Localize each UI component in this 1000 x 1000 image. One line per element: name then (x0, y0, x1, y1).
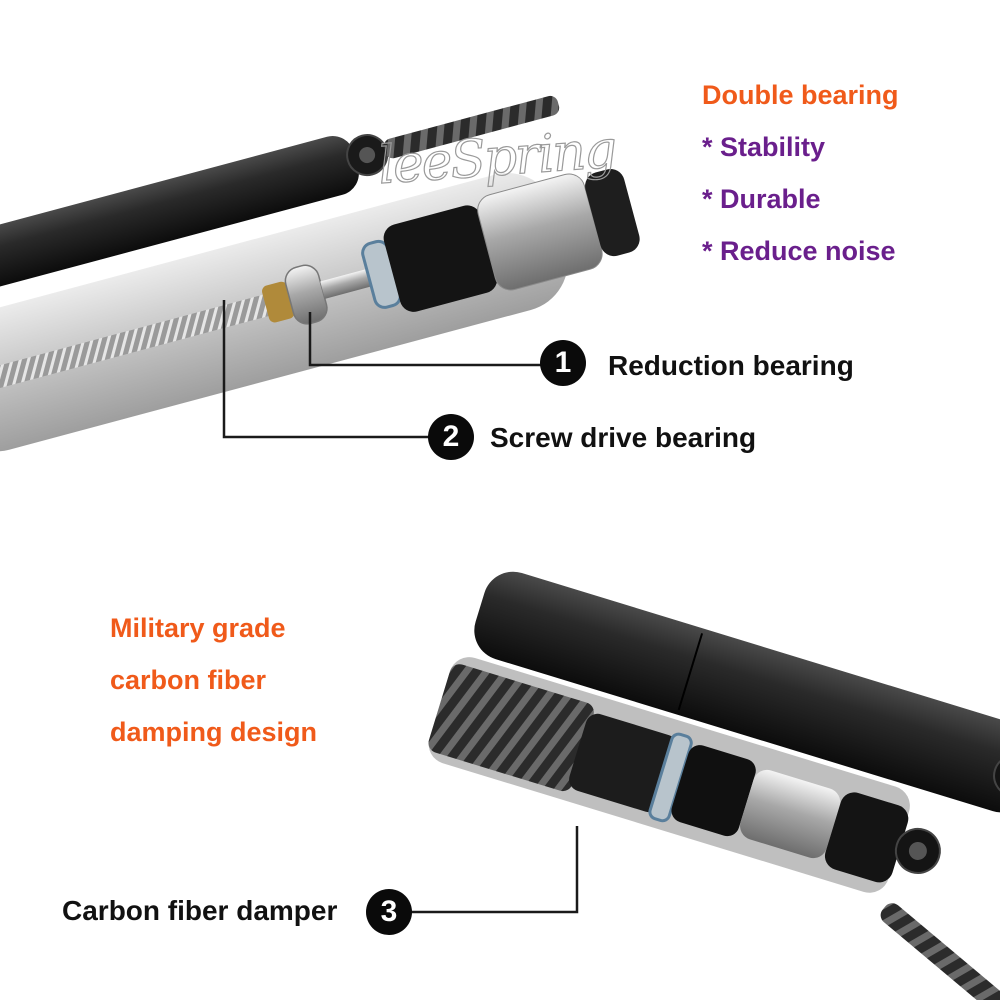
military-line-2: carbon fiber (110, 665, 267, 695)
leader-line-1 (308, 312, 545, 367)
lower-eyelet-upper (993, 754, 1000, 797)
feature-bullet-noise: * Reduce noise (702, 236, 896, 266)
damper-spring (428, 664, 594, 792)
lower-black-tube (474, 571, 1000, 813)
lead-screw (0, 288, 293, 403)
feature-bullet-durable: * Durable (702, 184, 821, 214)
lower-spring-cable (880, 903, 1000, 1000)
callout-badge-1: 1 (540, 340, 586, 386)
callout-label-screw-drive-bearing: Screw drive bearing (490, 422, 757, 453)
callout-label-reduction-bearing: Reduction bearing (608, 350, 854, 381)
upper-black-tube (0, 136, 359, 299)
feature-title: Double bearing (702, 80, 899, 110)
lower-motor (740, 769, 841, 859)
upper-spring-cable (383, 95, 560, 159)
top-actuator (0, 95, 640, 452)
leader-line-3 (410, 826, 579, 914)
bottom-actuator (428, 571, 1000, 893)
military-line-3: damping design (110, 717, 318, 747)
callout-label-carbon-fiber-damper: Carbon fiber damper (62, 895, 338, 926)
carbon-fiber-damper (569, 713, 678, 813)
leader-line-2 (222, 300, 432, 439)
callout-badge-3: 3 (366, 889, 412, 935)
feature-bullet-stability: * Stability (702, 132, 826, 162)
gearbox (383, 205, 498, 312)
military-line-1: Military grade (110, 613, 286, 643)
callout-badge-2: 2 (428, 414, 474, 460)
screw-bearing-nut (262, 281, 295, 323)
